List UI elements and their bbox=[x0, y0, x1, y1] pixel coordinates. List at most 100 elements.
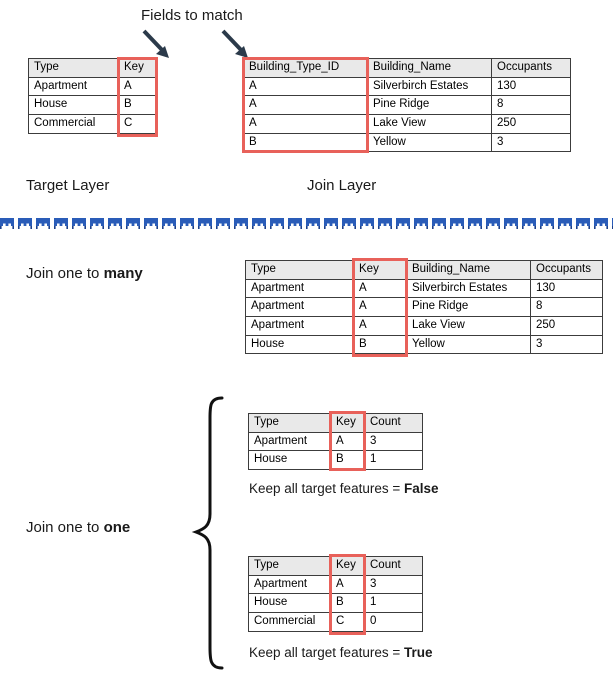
cell-building-type-id: B bbox=[243, 132, 368, 153]
cell-occupants: 250 bbox=[491, 113, 571, 134]
one-to-one-false-table: Type Key Count Apartment A 3 House B 1 bbox=[248, 413, 423, 470]
cell-occupants: 250 bbox=[530, 315, 603, 336]
cell-building-name: Yellow bbox=[367, 132, 492, 153]
cell-key: A bbox=[330, 574, 365, 595]
cell-type: Commercial bbox=[28, 113, 119, 134]
table-row: House B 1 bbox=[248, 450, 423, 470]
one-to-one-true-table: Type Key Count Apartment A 3 House B 1 C… bbox=[248, 556, 423, 632]
cell-building-name: Silverbirch Estates bbox=[406, 278, 531, 299]
cell-count: 1 bbox=[364, 593, 423, 613]
cell-key: B bbox=[330, 593, 365, 613]
join-one-to-many-label: Join one to many bbox=[26, 265, 143, 282]
table-row: A Lake View 250 bbox=[243, 113, 571, 134]
table-header-row: Type Key Building_Name Occupants bbox=[245, 260, 603, 280]
column-header-type: Type bbox=[248, 556, 331, 576]
cell-key: A bbox=[353, 315, 407, 336]
join-one-to-many-emphasis: many bbox=[103, 265, 143, 282]
keep-all-false-value: False bbox=[403, 481, 439, 496]
target-layer-table: Type Key Apartment A House B Commercial … bbox=[28, 58, 157, 134]
cell-occupants: 3 bbox=[530, 334, 603, 355]
column-header-count: Count bbox=[364, 413, 423, 433]
cell-key: B bbox=[118, 95, 157, 115]
cell-key: C bbox=[118, 113, 157, 134]
column-header-type: Type bbox=[245, 260, 354, 280]
cell-occupants: 8 bbox=[530, 297, 603, 317]
table-row: House B Yellow 3 bbox=[245, 334, 603, 355]
table-header-row: Type Key Count bbox=[248, 413, 423, 433]
cell-key: C bbox=[330, 611, 365, 632]
table-header-row: Building_Type_ID Building_Name Occupants bbox=[243, 58, 571, 78]
one-to-one-true-table-wrapper: Type Key Count Apartment A 3 House B 1 C… bbox=[248, 554, 423, 635]
cell-type: Apartment bbox=[28, 76, 119, 97]
arrow-to-join-key-icon bbox=[221, 29, 248, 58]
cell-occupants: 3 bbox=[491, 132, 571, 153]
keep-all-false-prefix: Keep all target features = bbox=[249, 481, 404, 496]
cell-key: A bbox=[353, 278, 407, 299]
table-row: Apartment A 3 bbox=[248, 574, 423, 595]
column-header-occupants: Occupants bbox=[530, 260, 603, 280]
keep-all-true-value: True bbox=[403, 645, 433, 660]
one-to-many-result-table: Type Key Building_Name Occupants Apartme… bbox=[245, 260, 603, 355]
keep-all-true-caption: Keep all target features = True bbox=[249, 645, 433, 660]
column-header-building-name: Building_Name bbox=[367, 58, 492, 78]
one-to-many-result-table-wrapper: Type Key Building_Name Occupants Apartme… bbox=[245, 258, 603, 357]
cell-building-name: Yellow bbox=[406, 334, 531, 355]
cell-type: Apartment bbox=[248, 431, 331, 452]
cell-occupants: 8 bbox=[491, 95, 571, 115]
table-row: Apartment A Pine Ridge 8 bbox=[245, 297, 603, 317]
cell-type: Commercial bbox=[248, 611, 331, 632]
dashed-divider-icon bbox=[0, 218, 613, 229]
fields-to-match-title: Fields to match bbox=[141, 7, 243, 24]
table-row: B Yellow 3 bbox=[243, 132, 571, 153]
cell-type: House bbox=[248, 593, 331, 613]
join-one-to-one-prefix: Join one to bbox=[26, 519, 104, 536]
column-header-type: Type bbox=[248, 413, 331, 433]
join-one-to-one-emphasis: one bbox=[103, 519, 131, 536]
join-layer-label: Join Layer bbox=[307, 177, 377, 194]
arrow-to-target-key-icon bbox=[142, 29, 169, 58]
one-to-one-false-table-wrapper: Type Key Count Apartment A 3 House B 1 bbox=[248, 411, 423, 471]
cell-type: Apartment bbox=[245, 297, 354, 317]
cell-count: 3 bbox=[364, 574, 423, 595]
target-layer-table-wrapper: Type Key Apartment A House B Commercial … bbox=[28, 57, 158, 137]
cell-type: House bbox=[245, 334, 354, 355]
table-row: Apartment A bbox=[28, 76, 157, 97]
cell-occupants: 130 bbox=[530, 278, 603, 299]
cell-building-name: Pine Ridge bbox=[406, 297, 531, 317]
cell-key: B bbox=[353, 334, 407, 355]
table-header-row: Type Key bbox=[28, 58, 157, 78]
column-header-key: Key bbox=[330, 413, 365, 433]
join-layer-table: Building_Type_ID Building_Name Occupants… bbox=[243, 58, 571, 153]
table-row: A Pine Ridge 8 bbox=[243, 95, 571, 115]
table-row: Apartment A Silverbirch Estates 130 bbox=[245, 278, 603, 299]
column-header-count: Count bbox=[364, 556, 423, 576]
cell-key: B bbox=[330, 450, 365, 470]
keep-all-false-caption: Keep all target features = False bbox=[249, 481, 439, 496]
cell-count: 1 bbox=[364, 450, 423, 470]
column-header-key: Key bbox=[330, 556, 365, 576]
cell-building-name: Lake View bbox=[406, 315, 531, 336]
table-row: Apartment A 3 bbox=[248, 431, 423, 452]
target-layer-label: Target Layer bbox=[26, 177, 110, 194]
table-row: A Silverbirch Estates 130 bbox=[243, 76, 571, 97]
column-header-occupants: Occupants bbox=[491, 58, 571, 78]
cell-building-type-id: A bbox=[243, 113, 368, 134]
column-header-key: Key bbox=[353, 260, 407, 280]
table-row: Commercial C 0 bbox=[248, 611, 423, 632]
join-one-to-many-prefix: Join one to bbox=[26, 265, 104, 282]
cell-type: Apartment bbox=[245, 315, 354, 336]
cell-type: Apartment bbox=[248, 574, 331, 595]
cell-type: House bbox=[248, 450, 331, 470]
column-header-type: Type bbox=[28, 58, 119, 78]
table-row: House B 1 bbox=[248, 593, 423, 613]
table-row: House B bbox=[28, 95, 157, 115]
cell-building-name: Lake View bbox=[367, 113, 492, 134]
cell-occupants: 130 bbox=[491, 76, 571, 97]
cell-building-type-id: A bbox=[243, 95, 368, 115]
column-header-building-name: Building_Name bbox=[406, 260, 531, 280]
cell-building-name: Pine Ridge bbox=[367, 95, 492, 115]
cell-key: A bbox=[330, 431, 365, 452]
cell-key: A bbox=[118, 76, 157, 97]
column-header-key: Key bbox=[118, 58, 157, 78]
cell-count: 3 bbox=[364, 431, 423, 452]
